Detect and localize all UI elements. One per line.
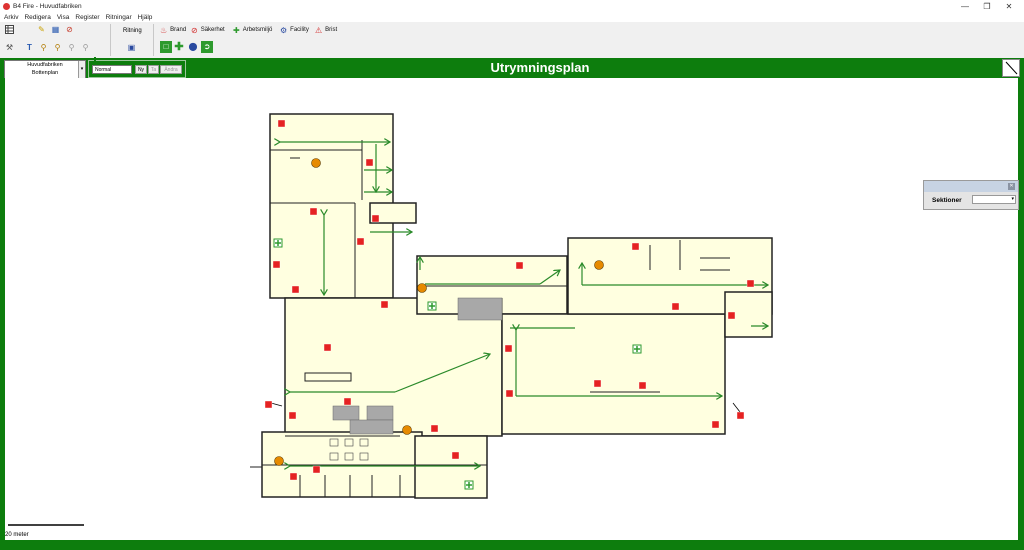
category-arbetsmiljo-label: Arbetsmiljö (242, 27, 273, 33)
drawing-canvas[interactable] (5, 78, 1018, 540)
chevron-down-icon[interactable]: ▾ (78, 61, 85, 78)
zoom-in-icon[interactable]: ⚲ (54, 42, 61, 52)
toolbar-divider (110, 24, 111, 56)
app-icon (3, 2, 10, 10)
close-button[interactable]: ✕ (1005, 1, 1013, 11)
panel-title: Sektioner (932, 197, 962, 204)
text-tool-icon[interactable]: T (27, 42, 32, 52)
title-bar: B4 Fire - Huvudfabriken (0, 0, 1024, 12)
status-bar (0, 540, 1024, 550)
new-button[interactable]: Ny (135, 65, 147, 74)
restore-button[interactable]: ❐ (983, 1, 991, 11)
zoom-fit-icon[interactable]: ⚲ (82, 42, 89, 52)
green-cross-icon: ✚ (233, 25, 240, 35)
flame-icon: ♨ (160, 25, 168, 35)
filter-group-label: ​ (94, 57, 96, 63)
scale-label: 20 meter (5, 532, 29, 538)
pointer-tool-button[interactable] (1002, 59, 1020, 77)
toolbar-divider (153, 24, 154, 56)
location-floor: Bottenplan (31, 70, 59, 76)
category-facility[interactable]: ⚙Facility (280, 25, 309, 35)
zoom-out-icon[interactable]: ⚲ (68, 42, 75, 52)
menu-ritningar[interactable]: Ritningar (105, 13, 132, 21)
category-sakerhet-label: Säkerhet (200, 27, 225, 33)
circle-symbol-icon[interactable]: ⬤ (188, 42, 198, 51)
no-symbol-icon[interactable]: ⊘ (66, 24, 73, 34)
filter-group: ​ (88, 57, 186, 78)
zoom-icon[interactable]: ⚲ (40, 42, 47, 52)
menu-register[interactable]: Register (75, 13, 100, 21)
minimize-button[interactable]: — (961, 1, 969, 11)
category-brist-label: Brist (325, 27, 338, 33)
warning-person-icon: ⚠ (315, 25, 323, 35)
pointer-line-icon (1005, 61, 1018, 75)
chevron-down-icon: ▾ (1011, 196, 1014, 202)
location-selector[interactable]: Huvudfabriken Bottenplan ▾ (4, 60, 86, 79)
sections-select[interactable]: ▾ (972, 195, 1016, 204)
menu-hjalp[interactable]: Hjälp (137, 13, 153, 21)
no-entry-icon: ⊘ (191, 25, 198, 35)
category-brist[interactable]: ⚠Brist (315, 25, 337, 35)
menu-bar: Arkiv Redigera Visa Register Ritningar H… (0, 12, 1024, 22)
place-symbol-icon[interactable]: □ (160, 41, 172, 53)
facility-gear-icon: ⚙ (280, 25, 288, 35)
emergency-exit-icon[interactable]: ➲ (201, 41, 213, 53)
panel-header (924, 181, 1018, 192)
category-brand[interactable]: ♨Brand (160, 25, 186, 35)
category-arbetsmiljo[interactable]: ✚Arbetsmiljö (233, 25, 272, 35)
change-button[interactable]: Ändra (160, 65, 182, 74)
frame-left (0, 78, 5, 550)
add-first-aid-icon[interactable]: ✚ (174, 40, 184, 53)
category-brand-label: Brand (170, 27, 187, 33)
filter-select[interactable]: Normal (92, 65, 132, 74)
grid-icon[interactable] (4, 24, 15, 35)
hierarchy-icon[interactable]: ▦ (51, 24, 60, 34)
plan-header-bar (0, 58, 1024, 78)
edit-document-icon[interactable]: ✎ (38, 24, 45, 34)
menu-visa[interactable]: Visa (56, 13, 70, 21)
drawing-label: Ritning (123, 28, 142, 34)
page-title: Utrymningsplan (490, 60, 590, 75)
category-sakerhet[interactable]: ⊘Säkerhet (191, 25, 225, 35)
menu-arkiv[interactable]: Arkiv (4, 13, 19, 21)
window-title: B4 Fire - Huvudfabriken (13, 2, 82, 10)
location-building: Huvudfabriken (27, 62, 63, 68)
tools-icon[interactable]: ⚒ (5, 42, 14, 52)
delete-button[interactable]: Ta (148, 65, 159, 74)
drawing-icon[interactable]: ▣ (127, 42, 136, 52)
menu-redigera[interactable]: Redigera (24, 13, 51, 21)
sections-panel[interactable]: ✕ Sektioner ▾ (923, 180, 1019, 210)
frame-right (1018, 78, 1024, 550)
category-facility-label: Facility (290, 27, 309, 33)
toolbar: ✎ ▦ ⊘ ⚒ T ⚲ ⚲ ⚲ ⚲ Ritning ▣ □ ✚ ⬤ ➲ (0, 22, 1024, 59)
close-icon[interactable]: ✕ (1008, 183, 1015, 190)
